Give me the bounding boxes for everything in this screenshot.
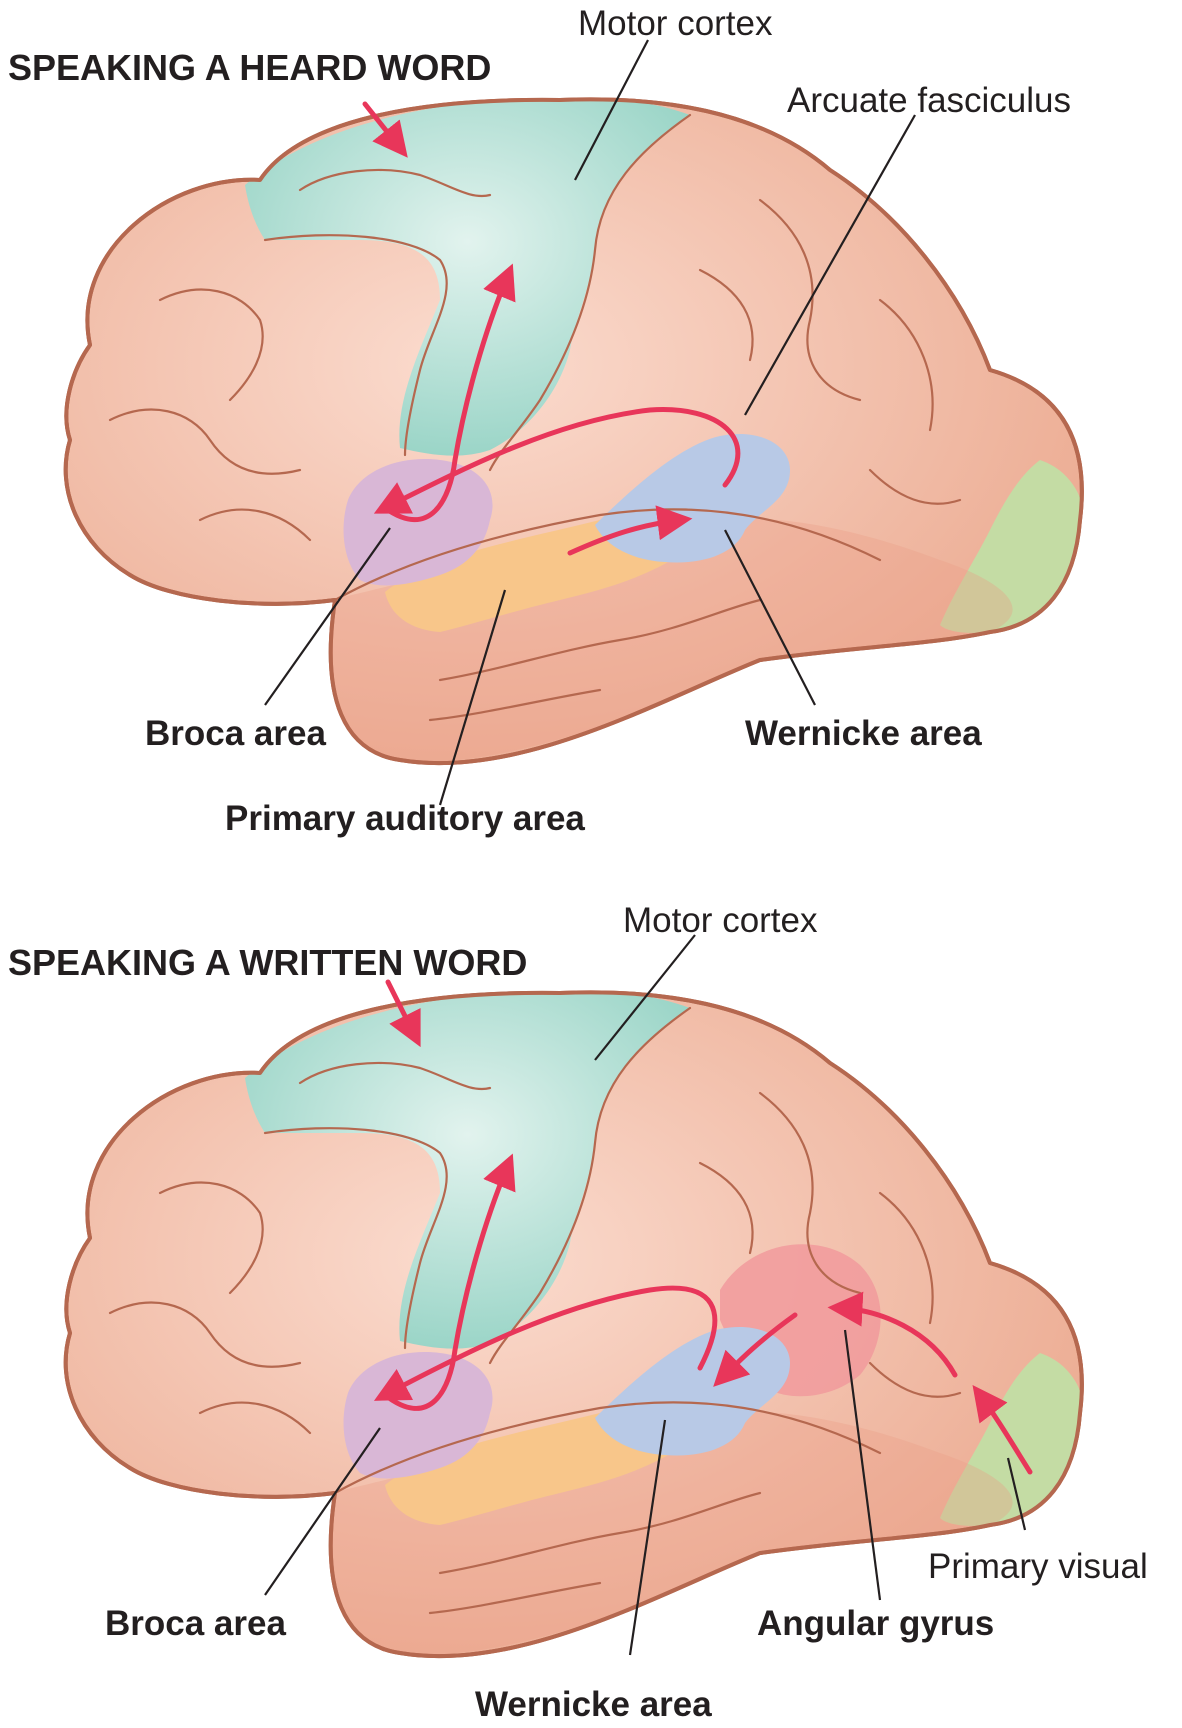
arrow-auditory-to-wernicke [567, 505, 693, 556]
label-wernicke-area: Wernicke area [745, 714, 982, 753]
wernicke-region [595, 434, 790, 563]
leader-broca [264, 527, 391, 706]
visual-cortex-region [940, 460, 1082, 633]
auditory-region [385, 1409, 680, 1525]
motor-cortex-region [245, 99, 690, 456]
arrow-entry [385, 979, 421, 1048]
leader-angular [843, 1329, 882, 1601]
sulci [108, 1006, 962, 1615]
visual-cortex-region [940, 1353, 1082, 1526]
label-broca-area: Broca area [105, 1604, 286, 1643]
leader-broca [264, 1427, 381, 1596]
leader-wernicke [724, 529, 816, 706]
arrow-angular-to-wernicke [713, 1312, 798, 1387]
sulci [108, 113, 962, 722]
auditory-region [385, 516, 680, 632]
panel-title: SPEAKING A HEARD WORD [8, 47, 491, 88]
leader-motor-cortex [594, 934, 696, 1061]
motor-cortex-region [245, 992, 690, 1349]
arrow-visual-to-angular [827, 1291, 958, 1378]
leader-motor-cortex [574, 39, 649, 181]
panel-title: SPEAKING A WRITTEN WORD [8, 942, 527, 983]
label-motor-cortex: Motor cortex [623, 901, 818, 940]
leader-primary-visual [1006, 1457, 1027, 1531]
panel-written-word: SPEAKING A WRITTEN WORD [8, 901, 1148, 1724]
label-arcuate-fasciculus: Arcuate fasciculus [787, 81, 1071, 120]
arrow-entry [362, 101, 408, 158]
arrow-broca-to-motor [382, 1153, 516, 1411]
label-primary-auditory-area: Primary auditory area [225, 799, 585, 838]
label-primary-visual: Primary visual [928, 1547, 1148, 1586]
panel-heard-word: SPEAKING A HEARD WORD [8, 4, 1084, 838]
leader-wernicke [628, 1419, 667, 1656]
arrow-arcuate [373, 407, 741, 514]
leader-auditory [438, 589, 507, 806]
arrow-visual-in [972, 1384, 1033, 1475]
label-angular-gyrus: Angular gyrus [757, 1604, 994, 1643]
label-wernicke-area: Wernicke area [475, 1685, 712, 1724]
label-broca-area: Broca area [145, 714, 326, 753]
leader-arcuate [744, 114, 916, 416]
arrow-broca-to-motor [382, 263, 516, 523]
label-motor-cortex: Motor cortex [578, 4, 773, 43]
